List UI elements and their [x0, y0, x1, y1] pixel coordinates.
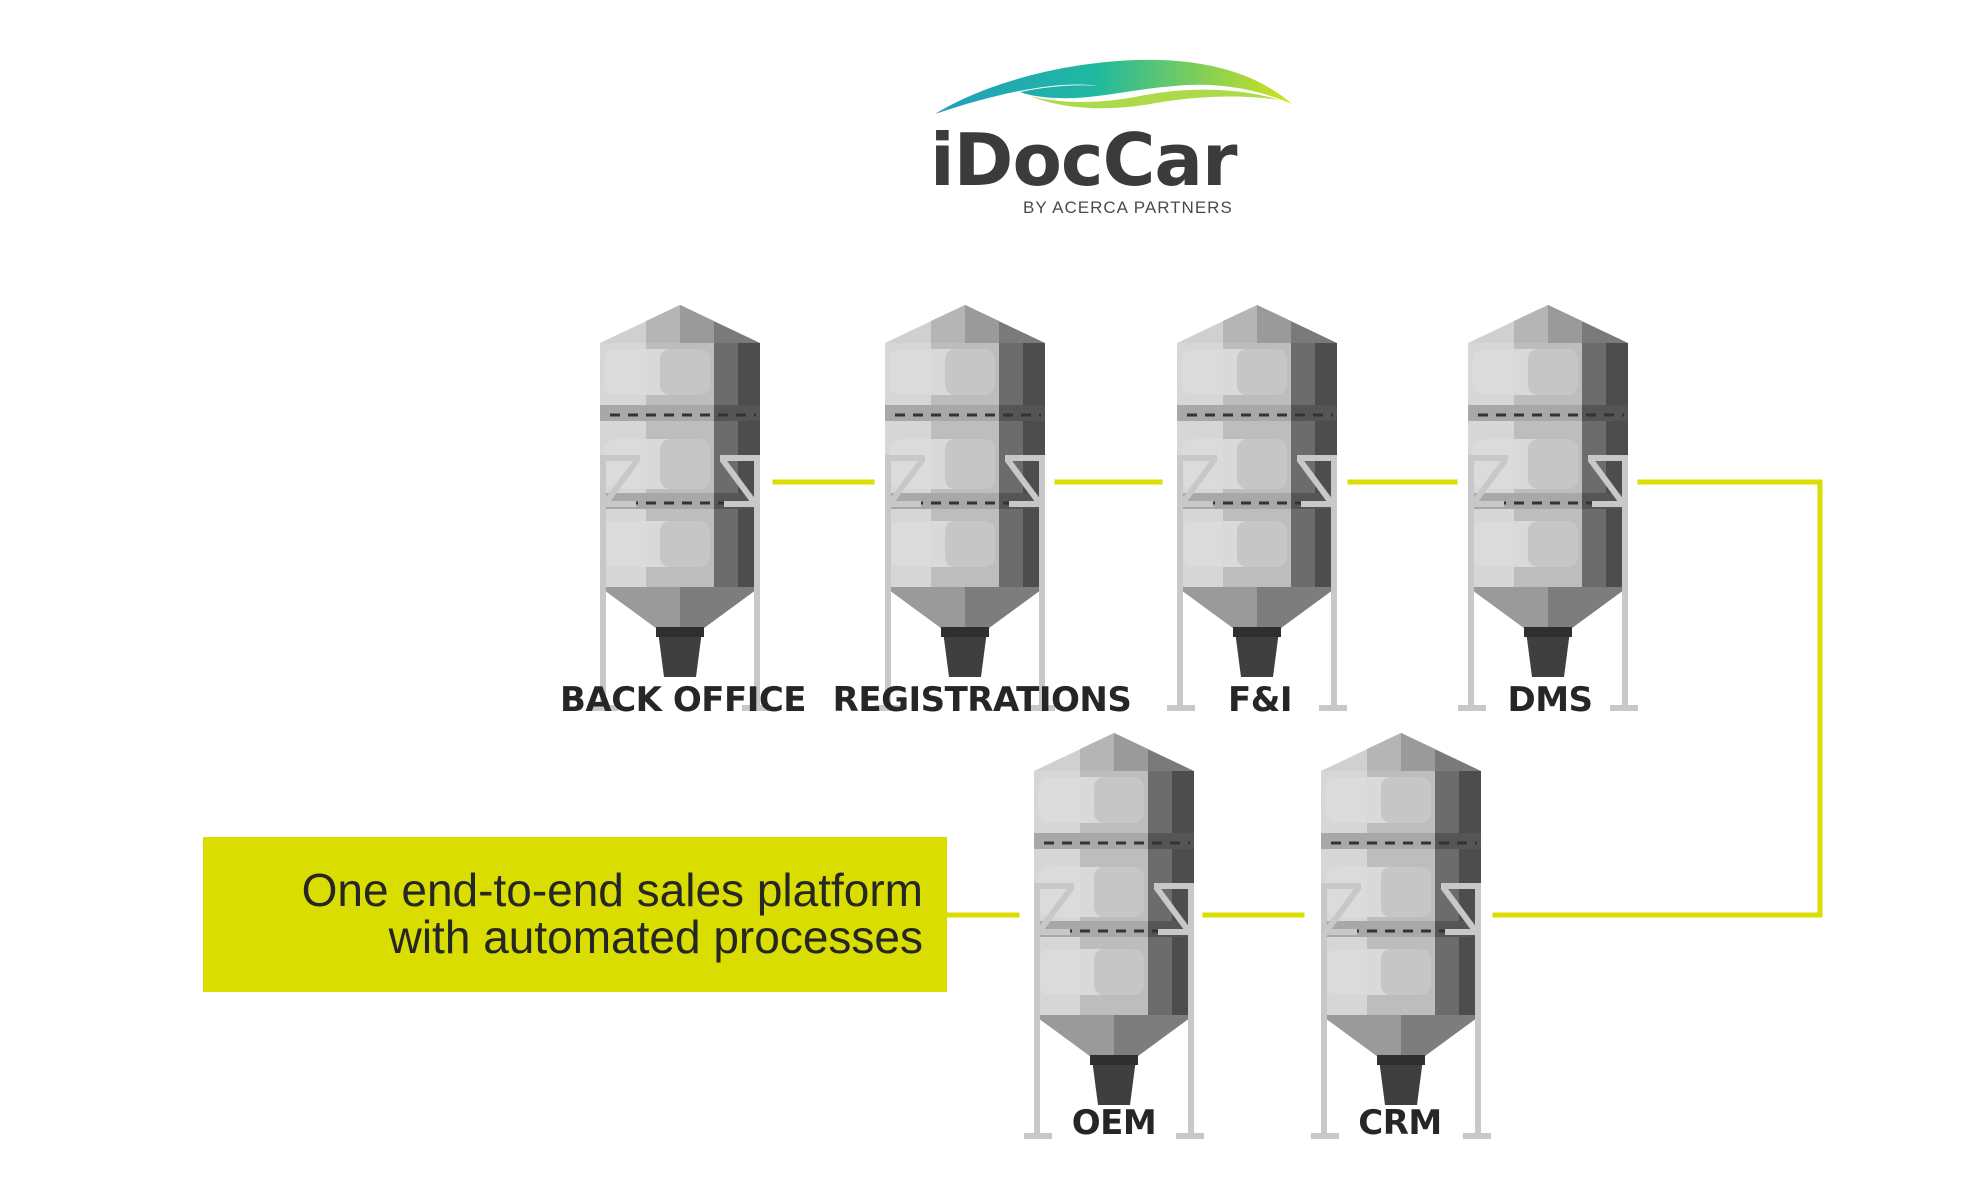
- silo-group: [590, 305, 1638, 1139]
- brand-wordmark: iDocCar: [930, 118, 1238, 202]
- connector-lines: [772, 479, 1823, 918]
- silo-label-crm: CRM: [1358, 1103, 1442, 1143]
- silo-label-f-and-i: F&I: [1227, 680, 1293, 720]
- silo-label-dms: DMS: [1507, 680, 1593, 720]
- silo-f-and-i-icon: [1167, 305, 1347, 711]
- silo-oem-icon: [1024, 733, 1204, 1139]
- callout-box: One end-to-end sales platform with autom…: [203, 837, 947, 992]
- idoccar-swoosh-icon: [935, 59, 1292, 114]
- callout-line-1: One end-to-end sales platform: [301, 864, 923, 916]
- silo-label-oem: OEM: [1071, 1103, 1157, 1143]
- silo-label-back-office: BACK OFFICE: [559, 680, 807, 720]
- silo-dms-icon: [1458, 305, 1638, 711]
- silo-back-office-icon: [590, 305, 770, 711]
- silo-crm-icon: [1311, 733, 1491, 1139]
- silo-label-registrations: REGISTRATIONS: [832, 680, 1132, 720]
- silo-registrations-icon: [875, 305, 1055, 711]
- callout-text: One end-to-end sales platform with autom…: [223, 867, 923, 961]
- callout-line-2: with automated processes: [388, 911, 923, 963]
- brand-tagline: BY ACERCA PARTNERS: [1023, 198, 1233, 217]
